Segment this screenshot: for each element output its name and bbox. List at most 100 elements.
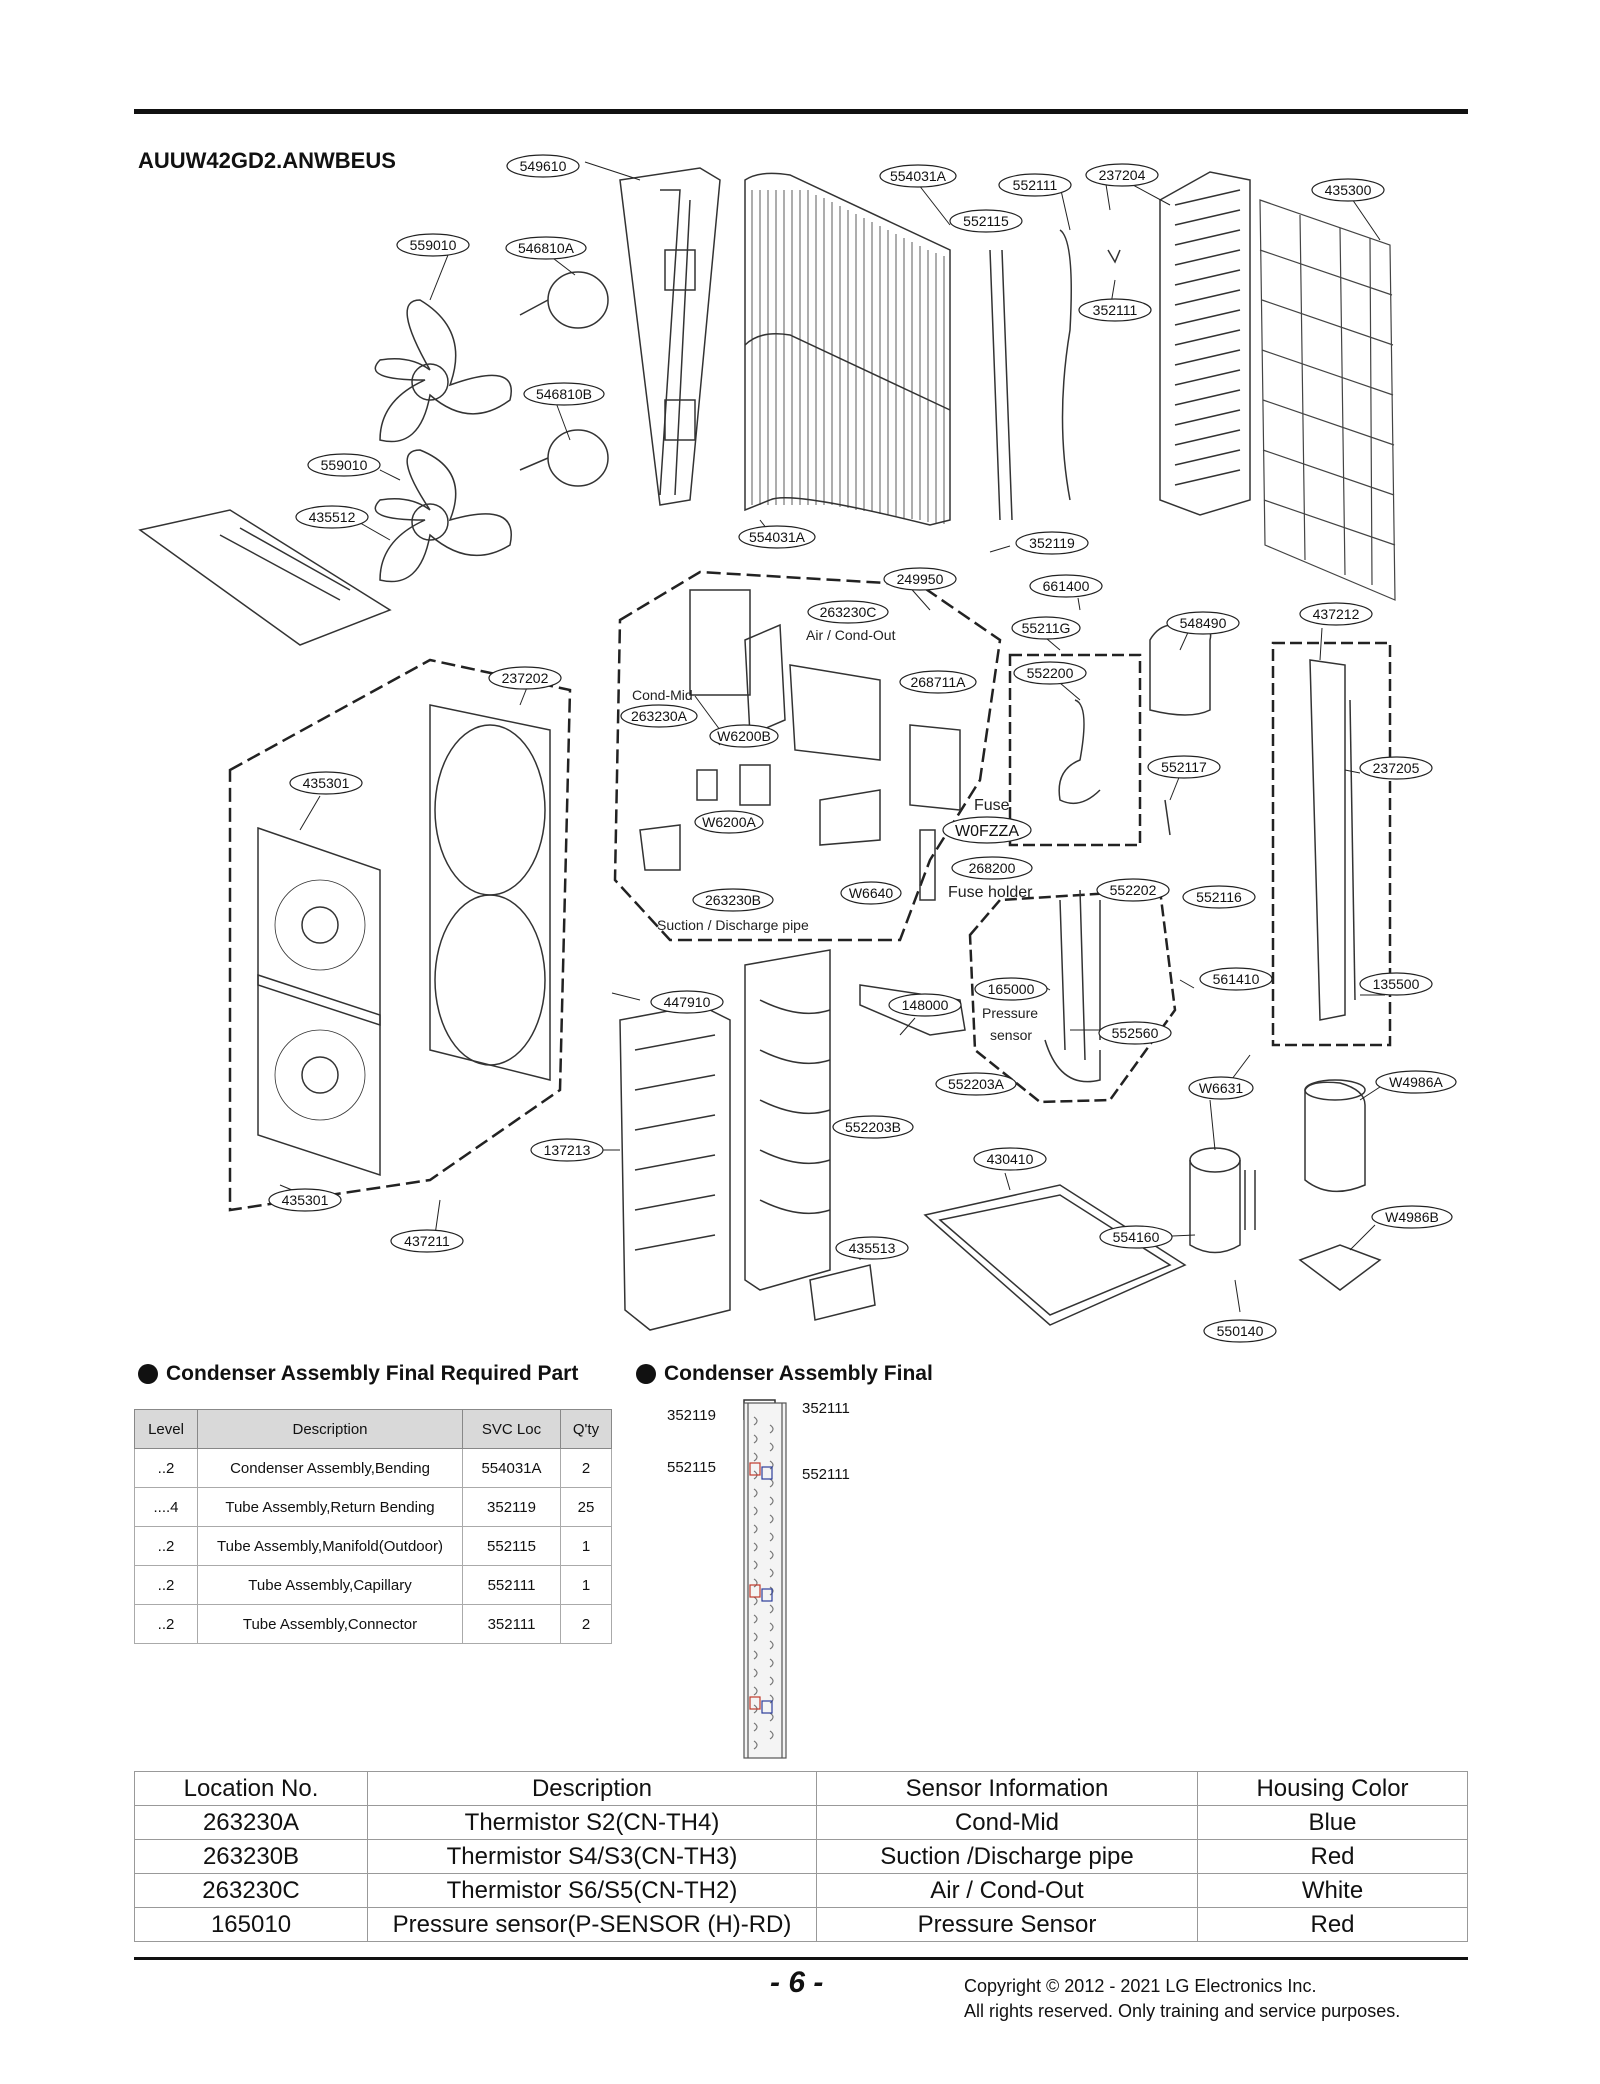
cell: 2 xyxy=(560,1448,612,1488)
callout-237204: 237204 xyxy=(1085,163,1159,187)
callout-435301-b: 435301 xyxy=(268,1188,342,1212)
cell: 263230A xyxy=(134,1805,368,1840)
cell: ..2 xyxy=(134,1604,198,1644)
svg-text:237205: 237205 xyxy=(1373,760,1420,776)
callout-552203B: 552203B xyxy=(832,1115,914,1139)
condenser-coil xyxy=(744,172,951,526)
callout-137213: 137213 xyxy=(530,1138,604,1162)
cell: ....4 xyxy=(134,1487,198,1527)
pipe-group-outline xyxy=(968,888,1177,1104)
cell: 165010 xyxy=(134,1907,368,1942)
manifold-tubes xyxy=(989,229,1121,521)
cell: 1 xyxy=(560,1565,612,1605)
table-row: 263230C Thermistor S6/S5(CN-TH2) Air / C… xyxy=(134,1873,1468,1908)
required-parts-table: Level Description SVC Loc Q'ty ..2 Conde… xyxy=(134,1409,612,1644)
svg-text:554031A: 554031A xyxy=(890,168,947,184)
callout-263230A: 263230A xyxy=(620,704,698,728)
cell: 352111 xyxy=(462,1604,561,1644)
callout-263230B: 263230B xyxy=(692,888,774,912)
callout-268711A: 268711A xyxy=(899,670,977,694)
bracket xyxy=(809,984,966,1321)
svg-text:548490: 548490 xyxy=(1180,615,1227,631)
callout-W4986A: W4986A xyxy=(1375,1070,1457,1094)
svg-text:263230A: 263230A xyxy=(631,708,688,724)
svg-text:263230B: 263230B xyxy=(705,892,761,908)
callout-W6200B: W6200B xyxy=(709,724,779,748)
callout-268200: 268200 xyxy=(951,856,1033,880)
model-code: AUUW42GD2.ANWBEUS xyxy=(138,148,396,173)
cell: Tube Assembly,Connector xyxy=(197,1604,463,1644)
note-air-cond-out: Air / Cond-Out xyxy=(806,627,896,643)
svg-text:55211G: 55211G xyxy=(1022,620,1071,636)
jacket-bottom xyxy=(1298,1244,1382,1291)
callout-430410: 430410 xyxy=(973,1147,1047,1171)
side-panel-group-outline xyxy=(1271,641,1392,1047)
cell: Condenser Assembly,Bending xyxy=(197,1448,463,1488)
strip-label-552111: 552111 xyxy=(802,1466,850,1483)
callout-554031A-mid: 554031A xyxy=(738,525,816,549)
callout-237205: 237205 xyxy=(1359,756,1433,780)
cell: 2 xyxy=(560,1604,612,1644)
assembly-final-heading: Condenser Assembly Final xyxy=(636,1362,933,1386)
callout-559010-a: 559010 xyxy=(396,233,470,257)
callout-W0FZZA: W0FZZA xyxy=(942,816,1032,844)
svg-text:661400: 661400 xyxy=(1043,578,1090,594)
callout-437211: 437211 xyxy=(390,1229,464,1253)
strip-label-352111: 352111 xyxy=(802,1400,850,1417)
lower-fan xyxy=(374,449,512,583)
cell: Air / Cond-Out xyxy=(816,1873,1198,1908)
copyright-line-1: Copyright © 2012 - 2021 LG Electronics I… xyxy=(964,1976,1317,1996)
callout-546810B: 546810B xyxy=(523,382,605,406)
callout-W6640: W6640 xyxy=(840,881,902,905)
callout-550140: 550140 xyxy=(1203,1319,1277,1343)
wire-guard xyxy=(1259,199,1396,601)
valve-pipework xyxy=(1044,889,1101,1083)
svg-text:268200: 268200 xyxy=(969,860,1016,876)
control-box-group-outline xyxy=(613,570,1002,942)
svg-text:435301: 435301 xyxy=(303,775,350,791)
svg-text:546810A: 546810A xyxy=(518,240,575,256)
callout-W6631: W6631 xyxy=(1188,1076,1254,1100)
svg-text:W0FZZA: W0FZZA xyxy=(955,823,1019,840)
table-row: ..2 Tube Assembly,Manifold(Outdoor) 5521… xyxy=(134,1526,612,1566)
cell: ..2 xyxy=(134,1448,198,1488)
col-sensor-info: Sensor Information xyxy=(816,1771,1198,1806)
compressor-jacket xyxy=(1304,1079,1366,1193)
callout-549610: 549610 xyxy=(506,154,580,178)
condenser-assembly-strip xyxy=(743,1402,787,1759)
col-description: Description xyxy=(367,1771,817,1806)
cell: 552111 xyxy=(462,1565,561,1605)
svg-text:552117: 552117 xyxy=(1161,759,1207,775)
svg-text:559010: 559010 xyxy=(321,457,368,473)
callout-237202: 237202 xyxy=(488,666,562,690)
svg-text:W4986A: W4986A xyxy=(1389,1074,1443,1090)
svg-text:437211: 437211 xyxy=(404,1233,450,1249)
cell: Red xyxy=(1197,1907,1468,1942)
svg-text:554031A: 554031A xyxy=(749,529,806,545)
cell: Pressure Sensor xyxy=(816,1907,1198,1942)
table-row: ..2 Condenser Assembly,Bending 554031A 2 xyxy=(134,1448,612,1488)
page-number: - 6 - xyxy=(770,1966,824,1999)
copyright: Copyright © 2012 - 2021 LG Electronics I… xyxy=(964,1974,1400,2024)
cell: 25 xyxy=(560,1487,612,1527)
corner-panel xyxy=(744,949,831,1291)
callout-435301-a: 435301 xyxy=(289,771,363,795)
callout-352111-top: 352111 xyxy=(1078,298,1152,322)
callout-559010-b: 559010 xyxy=(307,453,381,477)
col-level: Level xyxy=(134,1409,198,1449)
compressor xyxy=(1189,1147,1256,1254)
cell: Cond-Mid xyxy=(816,1805,1198,1840)
cell: Thermistor S6/S5(CN-TH2) xyxy=(367,1873,817,1908)
bottom-rule xyxy=(134,1957,1468,1960)
col-svc-loc: SVC Loc xyxy=(462,1409,561,1449)
table-row: ..2 Tube Assembly,Connector 352111 2 xyxy=(134,1604,612,1644)
cell: ..2 xyxy=(134,1565,198,1605)
cell: Tube Assembly,Return Bending xyxy=(197,1487,463,1527)
table-header-row: Level Description SVC Loc Q'ty xyxy=(134,1409,612,1449)
svg-text:552203B: 552203B xyxy=(845,1119,901,1135)
svg-text:435300: 435300 xyxy=(1325,182,1372,198)
exploded-view-diagram: 549610 554031A 552111 237204 435300 5521… xyxy=(138,154,1457,1420)
note-cond-mid: Cond-Mid xyxy=(632,687,693,703)
cell: Pressure sensor(P-SENSOR (H)-RD) xyxy=(367,1907,817,1942)
svg-text:554160: 554160 xyxy=(1113,1229,1160,1245)
